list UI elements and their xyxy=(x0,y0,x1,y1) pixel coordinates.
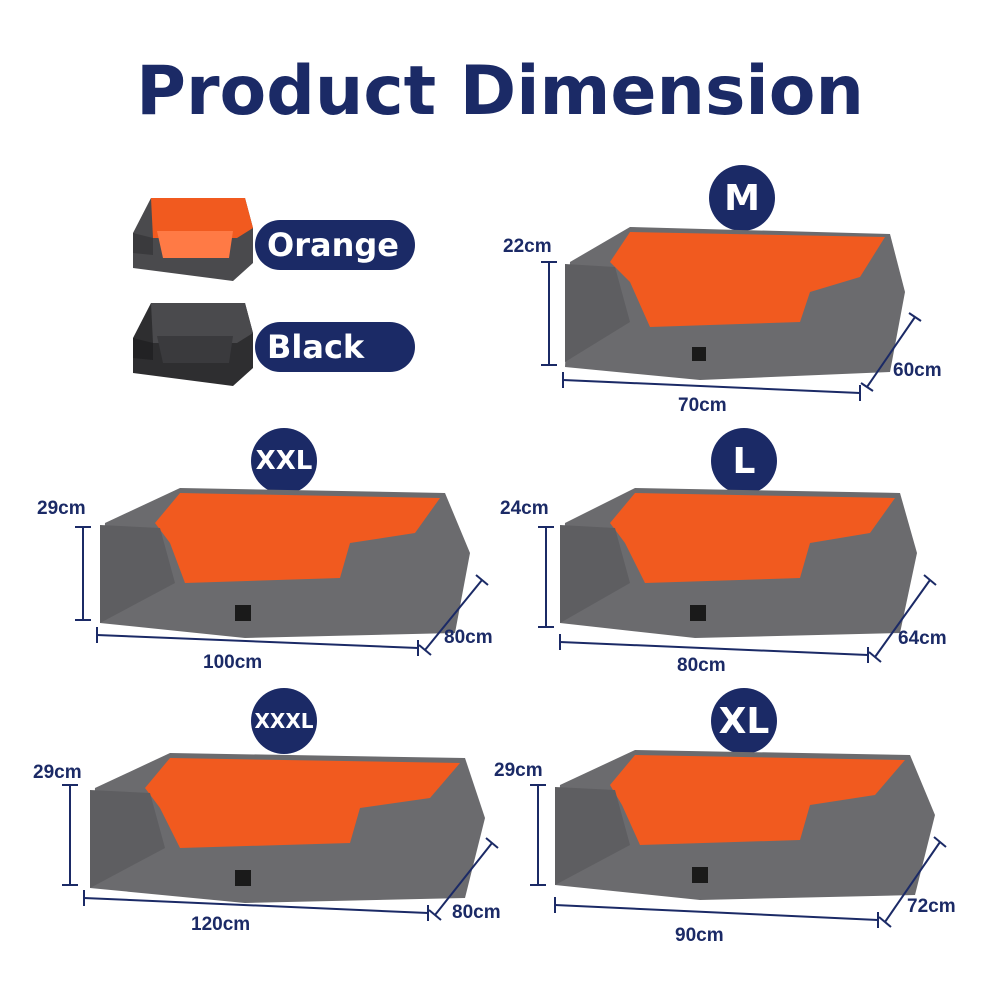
black-bed-swatch xyxy=(133,303,253,386)
color-option-label: Orange xyxy=(267,226,399,264)
m-height-label: 22cm xyxy=(503,236,552,257)
size-badge-xl: XL xyxy=(711,688,777,754)
m-width-label: 70cm xyxy=(678,395,727,416)
xxl-width-label: 100cm xyxy=(203,652,263,673)
bed-image-m xyxy=(565,227,905,380)
orange-bed-swatch xyxy=(133,198,253,281)
xxl-depth-label: 80cm xyxy=(444,627,493,648)
xxxl-depth-label: 80cm xyxy=(452,902,501,923)
color-option-orange[interactable]: Orange xyxy=(255,220,415,270)
color-option-black[interactable]: Black xyxy=(255,322,415,372)
size-badge-xxxl: XXXL xyxy=(251,688,317,754)
page-title: Product Dimension xyxy=(136,52,864,131)
xxl-height-label: 29cm xyxy=(37,498,86,519)
bed-image-xxxl xyxy=(90,753,485,903)
color-option-label: Black xyxy=(267,328,365,366)
l-depth-label: 64cm xyxy=(898,628,947,649)
xxxl-height-label: 29cm xyxy=(33,762,82,783)
size-badge-xxl: XXL xyxy=(251,428,317,494)
xl-width-label: 90cm xyxy=(675,925,724,946)
size-badge-m: M xyxy=(709,165,775,231)
bed-image-xxl xyxy=(100,488,470,638)
xl-depth-label: 72cm xyxy=(907,896,956,917)
size-badge-l: L xyxy=(711,428,777,494)
l-width-label: 80cm xyxy=(677,655,726,676)
l-height-label: 24cm xyxy=(500,498,549,519)
m-depth-label: 60cm xyxy=(893,360,942,381)
bed-image-l xyxy=(560,488,917,638)
xxxl-width-label: 120cm xyxy=(191,914,251,935)
bed-image-xl xyxy=(555,750,935,900)
xl-height-label: 29cm xyxy=(494,760,543,781)
